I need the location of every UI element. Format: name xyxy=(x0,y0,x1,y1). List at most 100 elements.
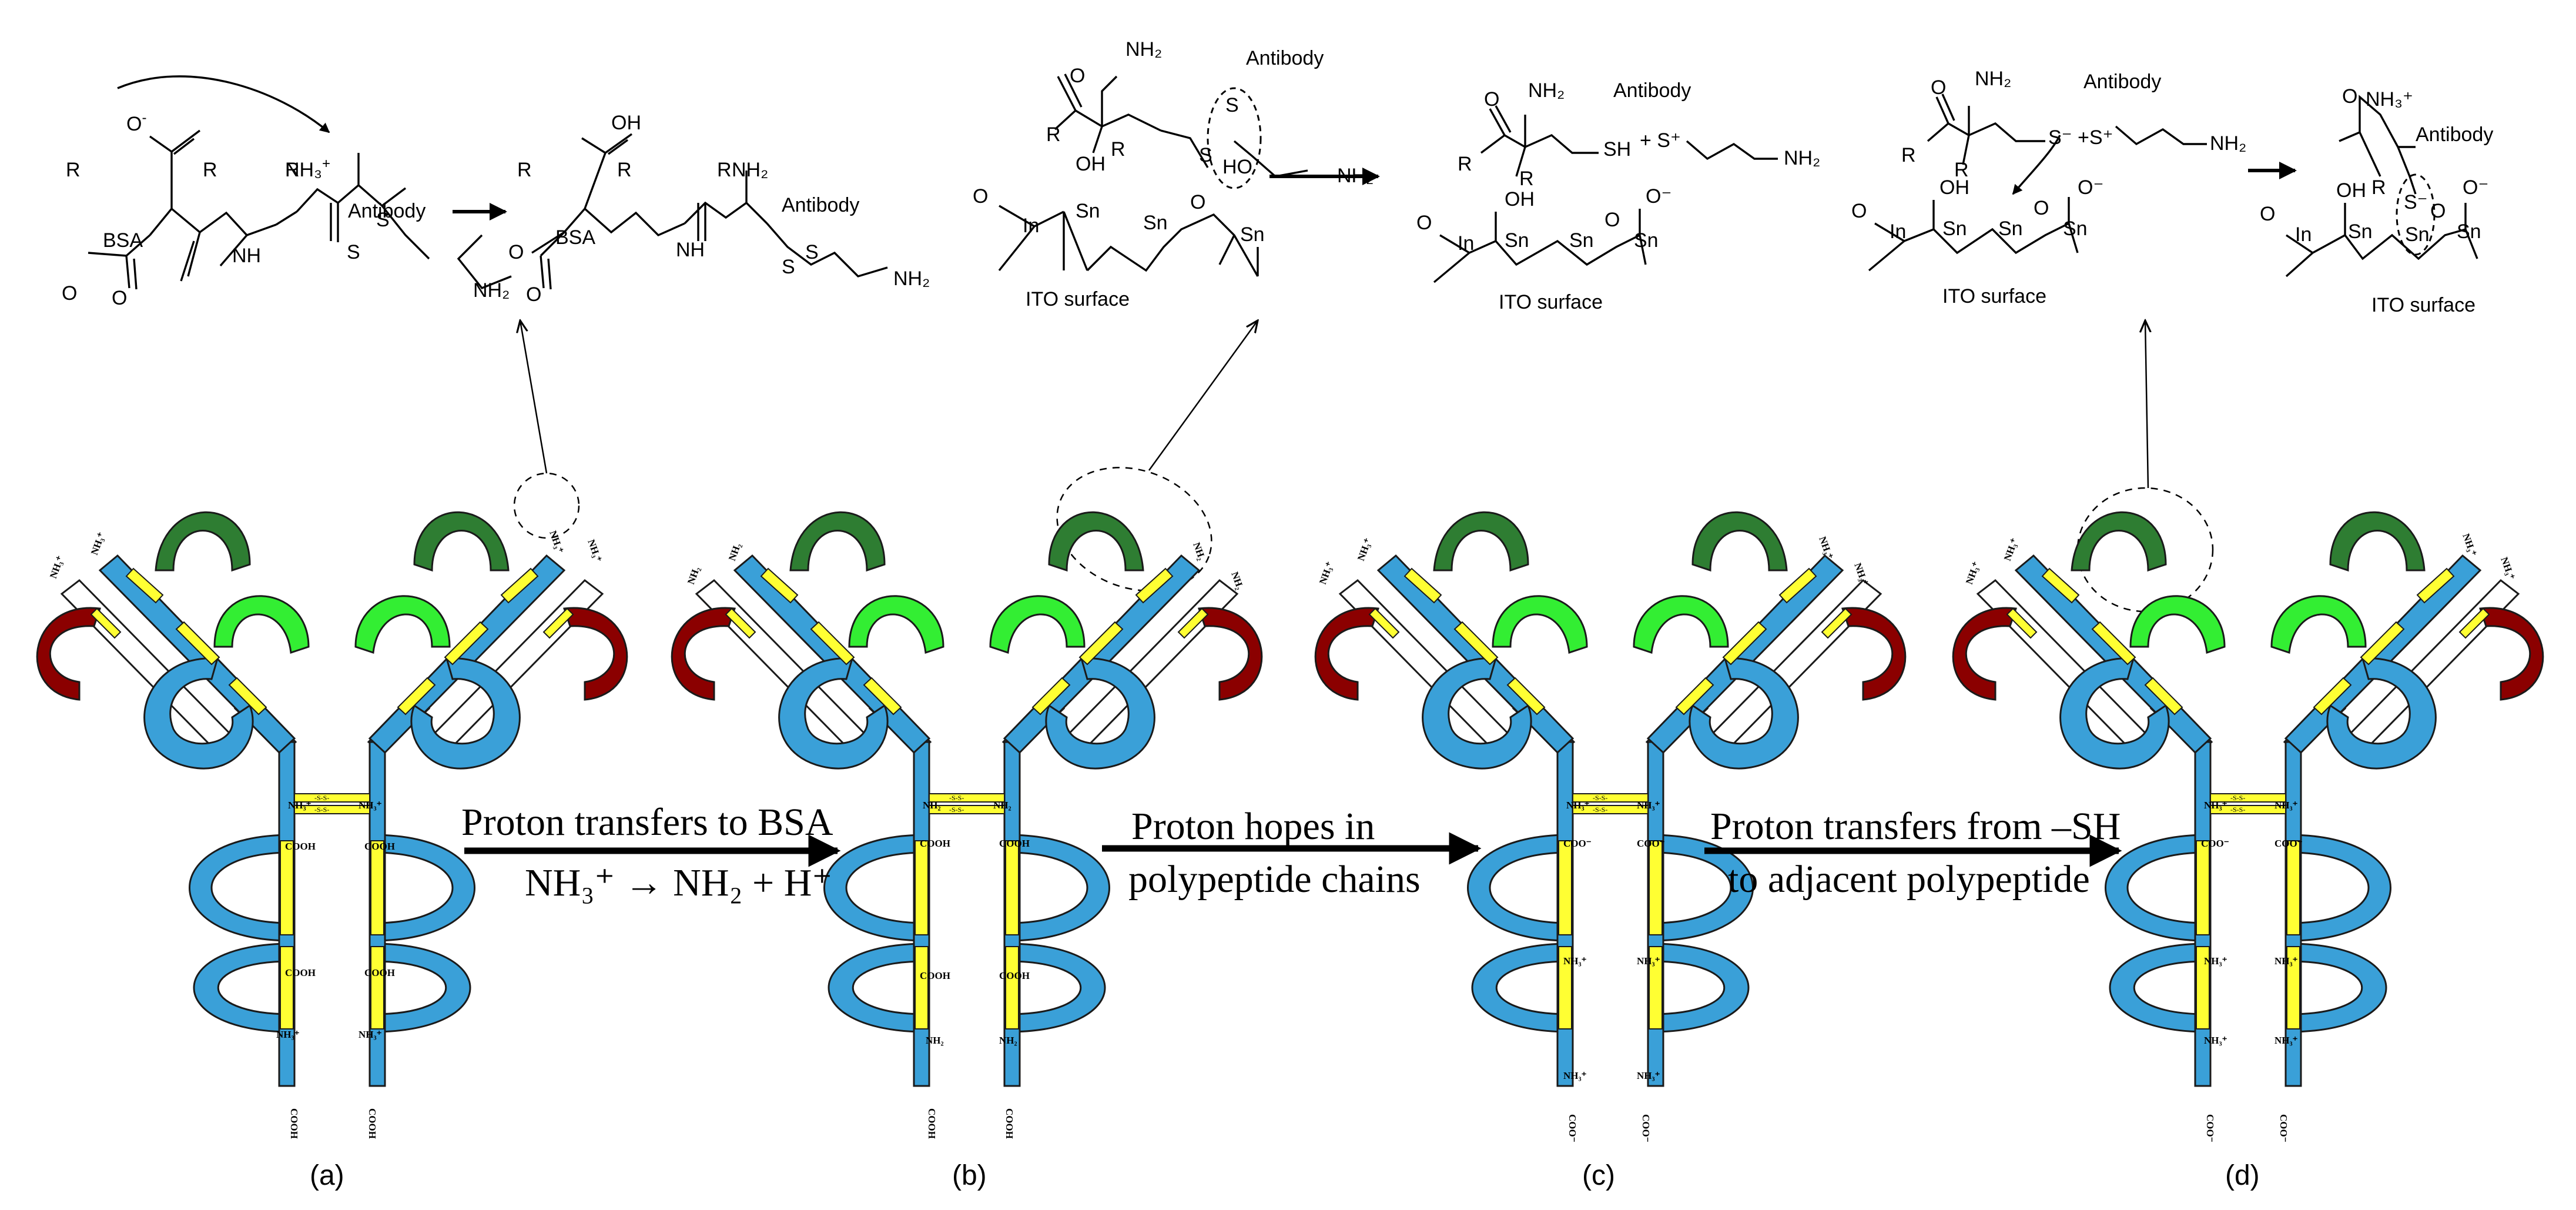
svg-text:COO⁻: COO⁻ xyxy=(1640,1114,1652,1142)
highlight-circle-d xyxy=(2076,487,2214,613)
s3-s2: S xyxy=(1199,144,1212,166)
antibody-d xyxy=(1952,511,2544,1087)
svg-text:COOH: COOH xyxy=(367,1108,378,1139)
s6-antibody: Antibody xyxy=(2416,123,2493,146)
highlight-circle-b xyxy=(1056,467,1212,591)
svg-text:NH₃⁺: NH₃⁺ xyxy=(1637,800,1660,811)
antibody-a xyxy=(36,511,628,1087)
scheme-6-ito-surface: NH₃⁺ Antibody O R S⁻ O In OH Sn Sn Sn O … xyxy=(2260,85,2493,316)
svg-text:NH₃⁺: NH₃⁺ xyxy=(2498,556,2517,581)
s2-o2: O xyxy=(526,283,541,306)
s5-r1: R xyxy=(1901,144,1916,166)
svg-text:COOH: COOH xyxy=(285,841,316,852)
highlight-circle-a xyxy=(513,472,580,539)
s3-r1: R xyxy=(1046,123,1061,146)
s6-o-mid: O xyxy=(2430,200,2446,222)
s6-o-in: O xyxy=(2260,203,2275,225)
s1-o-minus: O- xyxy=(126,110,146,135)
svg-text:COO⁻: COO⁻ xyxy=(2205,1114,2216,1142)
s1-r3: R xyxy=(285,159,300,181)
s5-splus: +S⁺ xyxy=(2078,126,2113,149)
s5-nh2-top: NH₂ xyxy=(1975,68,2011,90)
s5-sn3: Sn xyxy=(2063,218,2088,240)
s3-sn3: Sn xyxy=(1240,223,1265,246)
svg-text:NH₃⁺: NH₃⁺ xyxy=(48,554,66,580)
panel-label-b: (b) xyxy=(952,1160,987,1191)
s3-surface: ITO surface xyxy=(1026,288,1130,310)
svg-text:NH₂: NH₂ xyxy=(923,800,941,811)
svg-text:NH₃⁺: NH₃⁺ xyxy=(2002,537,2020,563)
s4-sn2: Sn xyxy=(1569,229,1594,252)
s3-nh2-top: NH₂ xyxy=(1125,38,1162,61)
s1-antibody: Antibody xyxy=(348,200,426,222)
s1-s-a: S xyxy=(376,209,390,231)
s2-s-b: S xyxy=(782,256,795,278)
panel-label-a: (a) xyxy=(310,1160,344,1191)
s2-nh: NH xyxy=(676,239,705,261)
s6-sn2: Sn xyxy=(2405,223,2430,246)
s2-antibody: Antibody xyxy=(782,194,859,216)
s5-r2: R xyxy=(1954,159,1969,181)
svg-text:NH₃⁺: NH₃⁺ xyxy=(359,800,382,811)
antibody-b xyxy=(671,511,1263,1087)
svg-text:Proton hopes in: Proton hopes in xyxy=(1131,805,1375,848)
panel-label-c: (c) xyxy=(1582,1160,1615,1191)
svg-text:NH₃⁺: NH₃⁺ xyxy=(2274,1035,2298,1046)
svg-text:COOH: COOH xyxy=(999,970,1030,981)
s3-ho: HO xyxy=(1222,156,1252,178)
s6-oh: OH xyxy=(2336,179,2366,202)
svg-text:NH₃⁺: NH₃⁺ xyxy=(276,1029,300,1040)
s4-antibody: Antibody xyxy=(1613,79,1691,102)
process-arrow-2: Proton hopes in polypeptide chains xyxy=(1102,805,1482,901)
svg-text:COOH: COOH xyxy=(289,1108,300,1139)
svg-text:NH₃⁺: NH₃⁺ xyxy=(1637,955,1660,967)
s5-nh2: NH₂ xyxy=(2210,132,2246,155)
svg-text:NH₃⁺: NH₃⁺ xyxy=(1964,560,1982,586)
s4-sn3: Sn xyxy=(1634,229,1659,252)
s6-sn3: Sn xyxy=(2457,220,2481,243)
svg-text:COOH: COOH xyxy=(999,838,1030,849)
s3-s: S xyxy=(1225,94,1239,116)
scheme-3-ito-surface: NH₂ Antibody O R R S S HO OH NH₂ O In Sn… xyxy=(973,38,1380,310)
antibody-c xyxy=(1314,511,1907,1087)
svg-text:NH₃⁺: NH₃⁺ xyxy=(359,1029,382,1040)
s5-in: In xyxy=(1890,220,1906,243)
svg-text:NH₃⁺: NH₃⁺ xyxy=(2204,955,2227,967)
s4-o: O xyxy=(1484,88,1499,111)
s3-antibody: Antibody xyxy=(1246,47,1324,69)
svg-text:Proton transfers from –SH: Proton transfers from –SH xyxy=(1710,805,2121,848)
svg-text:NH₃⁺: NH₃⁺ xyxy=(1852,561,1870,587)
s4-nh2: NH₂ xyxy=(1784,147,1820,169)
svg-text:Proton transfers to BSA: Proton transfers to BSA xyxy=(461,801,833,844)
svg-text:COO⁻: COO⁻ xyxy=(1567,1114,1578,1142)
svg-text:COOH: COOH xyxy=(920,970,950,981)
s3-sn2: Sn xyxy=(1143,212,1168,234)
svg-text:NH₃⁺: NH₃⁺ xyxy=(2204,800,2227,811)
svg-text:NH₃⁺: NH₃⁺ xyxy=(1317,560,1335,586)
s1-r2: R xyxy=(203,159,217,181)
s2-s-a: S xyxy=(805,241,819,263)
s4-sh: SH xyxy=(1603,138,1631,161)
s5-o: O xyxy=(1931,76,1946,99)
s6-sn1: Sn xyxy=(2348,220,2373,243)
s5-oh: OH xyxy=(1939,176,1969,199)
s2-nh2: NH₂ xyxy=(893,268,930,290)
svg-text:COO⁻: COO⁻ xyxy=(2274,838,2303,849)
panel-label-d: (d) xyxy=(2225,1160,2260,1191)
svg-text:NH₂: NH₂ xyxy=(999,1035,1017,1046)
s3-r2: R xyxy=(1111,138,1125,161)
s5-s-minus: S⁻ xyxy=(2048,126,2072,149)
s3-sn1: Sn xyxy=(1076,200,1100,222)
svg-text:COO⁻: COO⁻ xyxy=(1637,838,1665,849)
s1-s-b: S xyxy=(347,241,360,263)
svg-text:COO⁻: COO⁻ xyxy=(2201,838,2229,849)
s5-o-in: O xyxy=(1851,200,1867,222)
s5-surface: ITO surface xyxy=(1942,285,2046,307)
svg-text:NH₃⁺: NH₃⁺ xyxy=(547,529,565,555)
s3-o-in: O xyxy=(973,185,988,208)
s4-oh: OH xyxy=(1505,188,1535,210)
svg-text:COOH: COOH xyxy=(926,1108,937,1139)
svg-text:NH₃⁺: NH₃⁺ xyxy=(2204,1035,2227,1046)
s4-o-mid: O xyxy=(1604,209,1620,231)
